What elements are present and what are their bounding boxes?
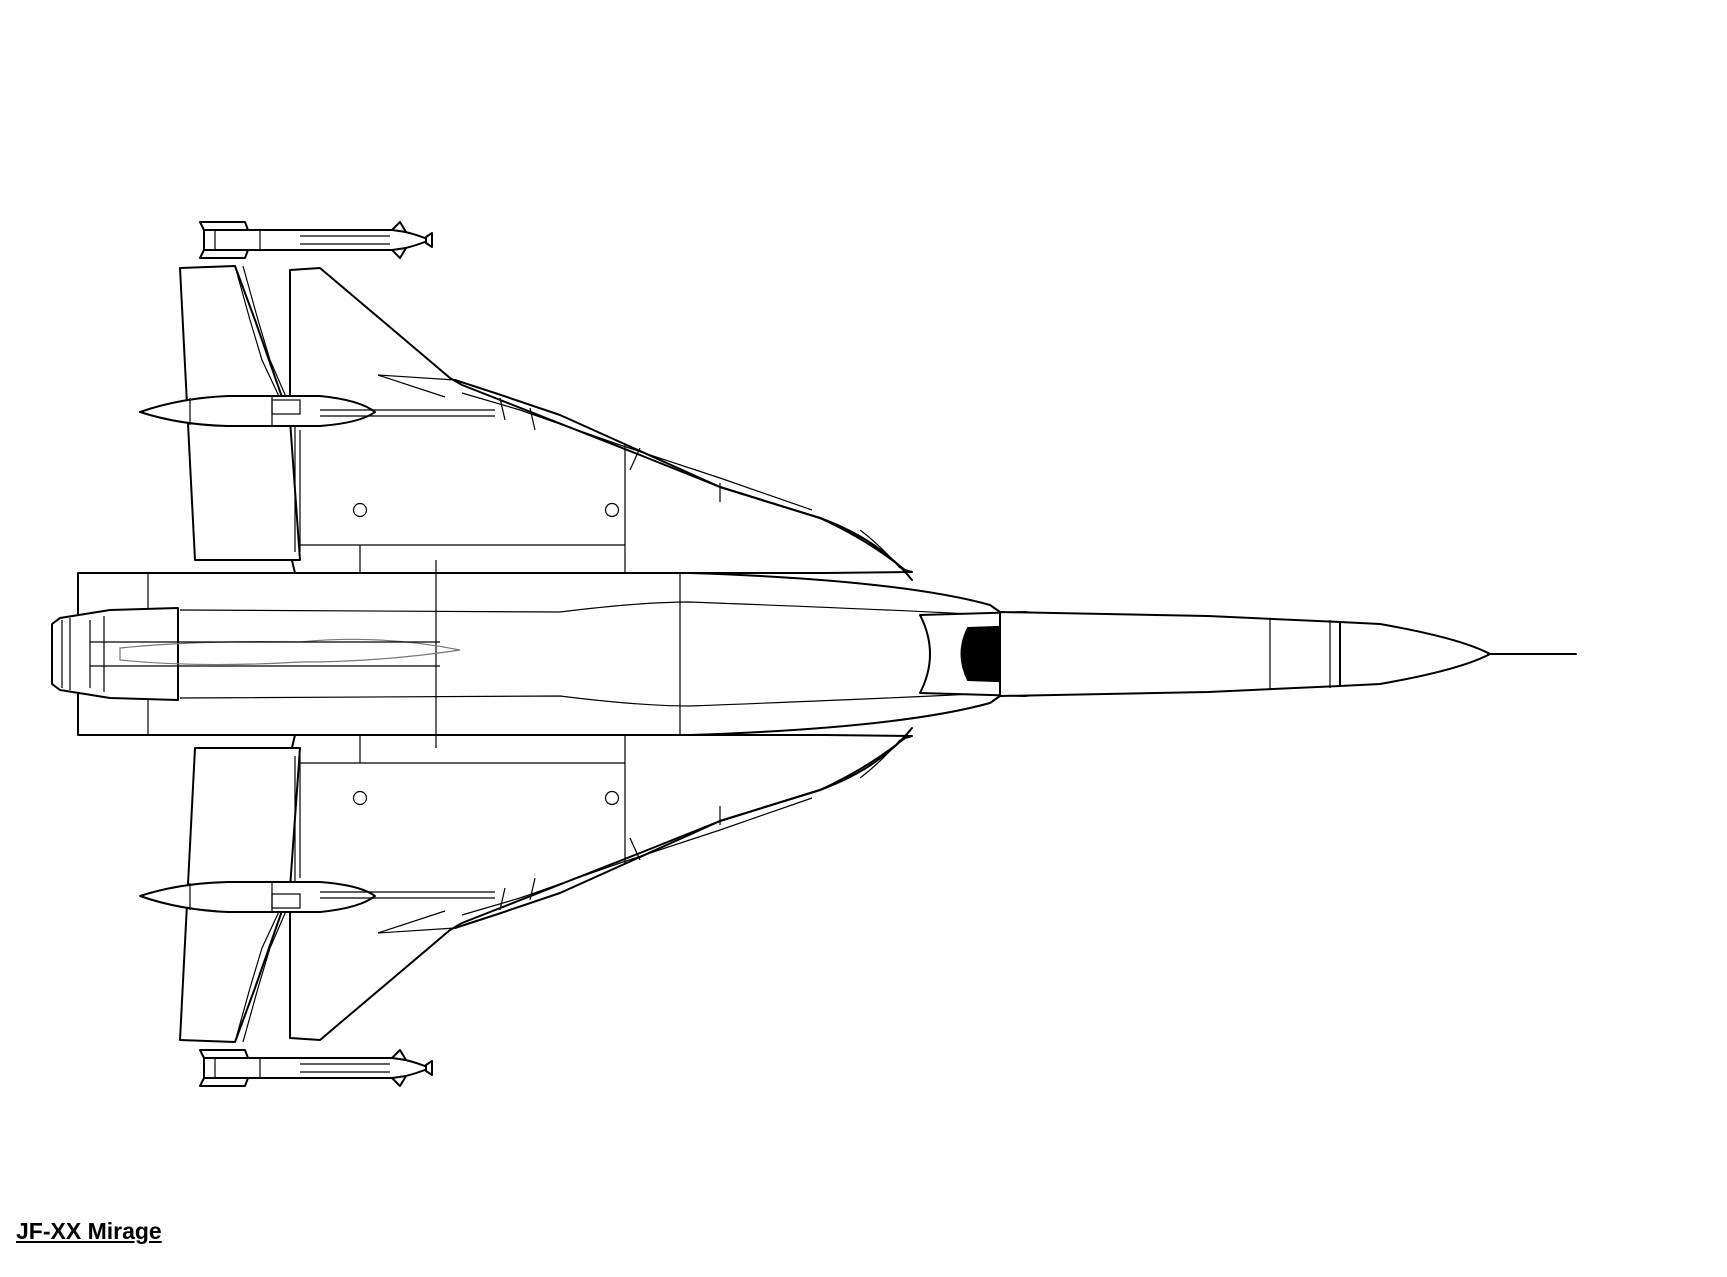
- nose-cone: [1339, 621, 1491, 687]
- fuselage-body: [77, 572, 1001, 736]
- lower-fuel-tank: [139, 881, 376, 913]
- fuselage: [51, 560, 1577, 748]
- lower-wingtip-missile: [199, 1049, 433, 1087]
- upper-wingtip-missile: [199, 221, 433, 259]
- drawing-title: JF-XX Mirage: [16, 1218, 162, 1244]
- upper-wing: [289, 267, 913, 574]
- lower-wing-assembly: [139, 727, 913, 1087]
- lower-wing: [289, 734, 913, 1041]
- engine-nozzle: [51, 607, 179, 701]
- forward-fuselage: [999, 611, 1341, 697]
- upper-wing-assembly: [139, 221, 913, 581]
- upper-fuel-tank: [139, 395, 376, 427]
